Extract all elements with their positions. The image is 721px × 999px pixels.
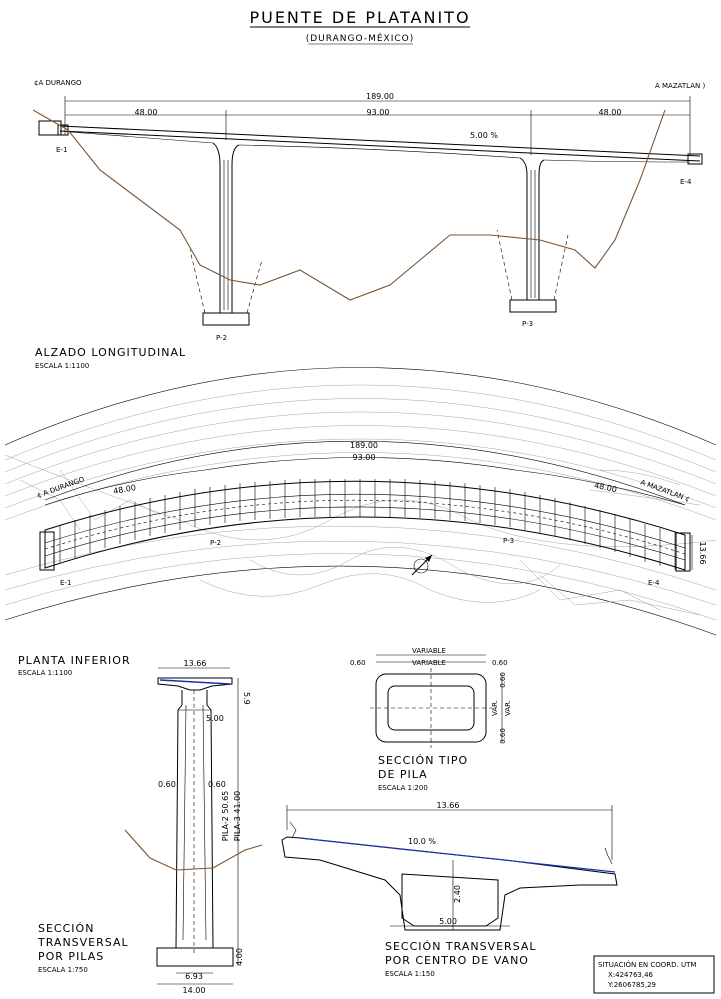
pier-deck-width: 13.66 <box>184 659 207 668</box>
pile-heading-1: SECCIÓN TIPO <box>378 754 468 767</box>
sheet-title: PUENTE DE PLATANITO <box>249 8 470 27</box>
pile-var-a: VAR. <box>491 700 499 716</box>
elevation-e1: E-1 <box>56 146 67 154</box>
pier-scale: ESCALA 1:750 <box>38 966 88 974</box>
pier-heading-2: TRANSVERSAL <box>37 936 129 949</box>
pier-footing-h: 4.00 <box>235 948 244 966</box>
elevation-e4: E-4 <box>680 178 692 186</box>
elevation-total-dim: 189.00 <box>366 92 394 101</box>
plan-p2: P-2 <box>210 539 221 547</box>
utm-line1: SITUACIÓN EN COORD. UTM <box>598 960 696 969</box>
pile-scale: ESCALA 1:200 <box>378 784 428 792</box>
elevation-terrain <box>32 109 666 301</box>
plan-heading: PLANTA INFERIOR <box>18 654 131 667</box>
pier-top-dim: 5.00 <box>206 714 224 723</box>
deck-width-dim: 13.66 <box>437 801 460 810</box>
elevation-view: ¢A DURANGO A MAZATLAN ) 189.00 48.00 93.… <box>32 79 705 370</box>
pier-section: 13.66 5.9 5.00 0.60 0.60 PILA-2 50.65 PI… <box>37 659 263 995</box>
elevation-dir-right: A MAZATLAN ) <box>655 82 705 90</box>
deck-heading-1: SECCIÓN TRANSVERSAL <box>385 940 537 953</box>
deck-slope: 10.0 % <box>408 837 436 846</box>
utm-line2: X:424763,46 <box>608 971 654 979</box>
pier-base-inner: 6.93 <box>185 972 203 981</box>
pile-right: 0.60 <box>492 659 508 667</box>
pier-wall-left: 0.60 <box>158 780 176 789</box>
elevation-slope-label: 5.00 % <box>470 131 498 140</box>
pile-heading-2: DE PILA <box>378 768 428 781</box>
sheet-subtitle: (DURANGO-MÉXICO) <box>306 32 415 44</box>
pile-var-b: VAR. <box>504 700 512 716</box>
plan-e4: E-4 <box>648 579 660 587</box>
deck-heading-2: POR CENTRO DE VANO <box>385 954 529 967</box>
plan-span3-dim: 48.00 <box>593 481 617 495</box>
utm-box: SITUACIÓN EN COORD. UTM X:424763,46 Y:26… <box>593 955 715 994</box>
pile-bottom-wall: 0.60 <box>499 728 507 744</box>
elevation-dir-left: ¢A DURANGO <box>34 79 82 87</box>
plan-span2-dim: 93.00 <box>353 453 376 462</box>
plan-scale: ESCALA 1:1100 <box>18 669 72 677</box>
elevation-heading: ALZADO LONGITUDINAL <box>35 346 186 359</box>
pier-base-outer: 14.00 <box>183 986 206 995</box>
pier-wall-right: 0.60 <box>208 780 226 789</box>
elevation-span3-dim: 48.00 <box>599 108 622 117</box>
plan-view: 189.00 93.00 48.00 48.00 ¢ A DURANGO A M… <box>4 367 717 677</box>
utm-line3: Y:2606785,29 <box>607 981 656 989</box>
plan-p3: P-3 <box>503 537 514 545</box>
pile-left: 0.60 <box>350 659 366 667</box>
pier-heading-3: POR PILAS <box>38 950 104 963</box>
pile-section: VARIABLE VARIABLE 0.60 0.60 0.60 VAR. VA… <box>350 647 512 792</box>
deck-scale: ESCALA 1:150 <box>385 970 435 978</box>
elevation-span2-dim: 93.00 <box>367 108 390 117</box>
pier-height-p2: PILA-2 50.65 <box>221 791 230 842</box>
deck-box-width: 5.00 <box>439 917 457 926</box>
deck-section: 13.66 10.0 % 2.40 5.00 SECCIÓN TRANSVERS… <box>281 801 618 978</box>
pile-var1: VARIABLE <box>412 647 446 655</box>
north-arrow-icon <box>411 554 433 576</box>
elevation-p3: P-3 <box>522 320 533 328</box>
elevation-scale: ESCALA 1:1100 <box>35 362 89 370</box>
pier-deck-depth: 5.9 <box>242 692 251 705</box>
plan-deck <box>44 480 686 571</box>
pile-var2: VARIABLE <box>412 659 446 667</box>
elevation-p2: P-2 <box>216 334 227 342</box>
plan-total-dim: 189.00 <box>350 441 378 450</box>
plan-width-dim: 13.66 <box>698 542 707 565</box>
elevation-span1-dim: 48.00 <box>135 108 158 117</box>
pile-top-wall: 0.60 <box>499 672 507 688</box>
pier-heading-1: SECCIÓN <box>38 922 94 935</box>
deck-depth: 2.40 <box>453 885 462 903</box>
pier-height-p3: PILA-3 41.00 <box>233 791 242 842</box>
plan-span1-dim: 48.00 <box>113 483 137 496</box>
plan-e1: E-1 <box>60 579 71 587</box>
